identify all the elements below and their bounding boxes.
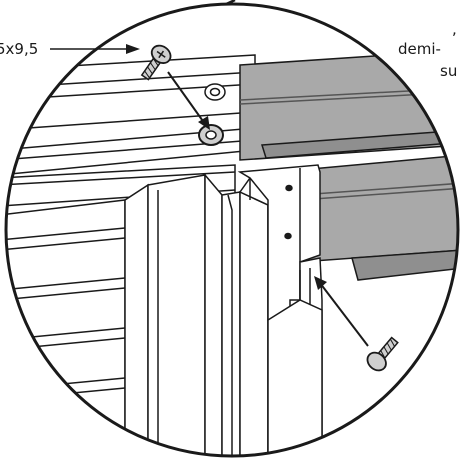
note-label-mark: , — [452, 20, 457, 38]
lower-bracket — [267, 257, 323, 456]
magnifier-circle — [4, 2, 460, 458]
arrow-upper — [167, 71, 210, 130]
screw-icon — [366, 336, 399, 372]
screw-icon — [140, 44, 172, 81]
screw-spec-label: 5x9,5 — [0, 40, 38, 58]
note-label-line1: demi- — [398, 40, 441, 58]
note-label-line2: su — [440, 62, 457, 80]
screw-hole-icon — [198, 124, 224, 146]
rail-hole-right — [204, 83, 226, 101]
gray-panel-upper — [239, 49, 458, 161]
gray-panel-lower — [299, 154, 458, 281]
arrow-lower — [314, 276, 369, 347]
side-panel-left — [6, 199, 126, 456]
pointer-arrow — [50, 44, 140, 54]
